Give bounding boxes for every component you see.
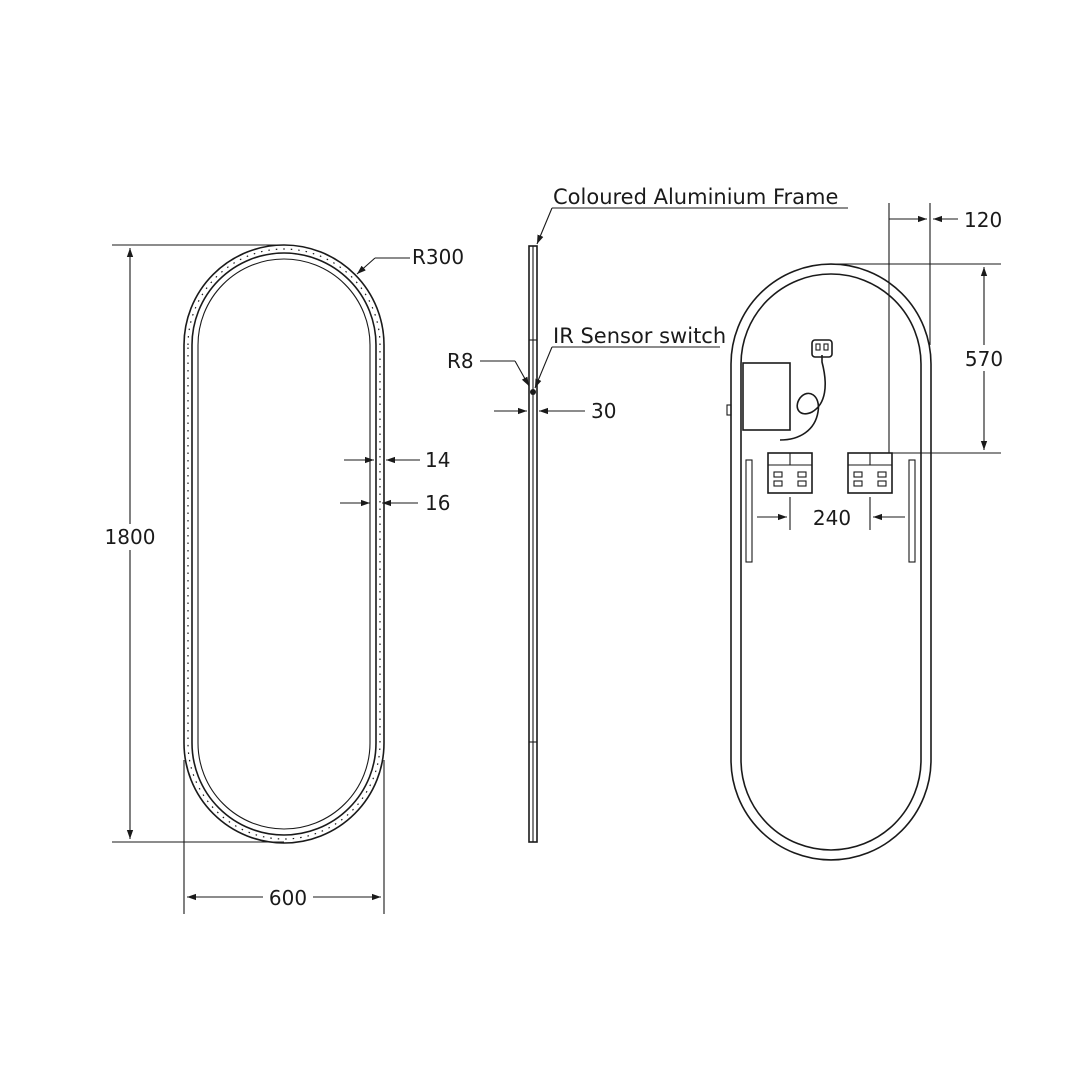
ir-sensor-dot	[530, 389, 536, 395]
rear-outer-outline	[730, 263, 932, 861]
rear-strip-left	[745, 459, 753, 563]
offset-dimension-label: 120	[964, 208, 1002, 232]
mounting-bracket-right	[847, 452, 893, 494]
height-dimension-label: 1800	[105, 525, 156, 549]
side-view: Coloured Aluminium Frame IR Sensor switc…	[447, 185, 848, 843]
ir-sensor-label: IR Sensor switch	[553, 324, 726, 348]
driver-box	[742, 362, 791, 431]
bracket-height-label: 570	[965, 347, 1003, 371]
front-glass-outline	[197, 258, 371, 830]
mounting-bracket-left	[767, 452, 813, 494]
width-dimension-label: 600	[269, 886, 307, 910]
rear-inner-outline	[740, 273, 922, 851]
front-led-strip	[187, 248, 381, 840]
power-cable	[779, 355, 826, 441]
rear-strip-right	[908, 459, 916, 563]
rear-view: 120 570 240	[726, 203, 1008, 861]
depth-label: 30	[591, 399, 616, 423]
power-plug-icon	[811, 339, 833, 358]
front-inner-outline	[191, 252, 377, 836]
front-view: 1800 600 R300 14 16	[102, 244, 464, 914]
frame-width-label: 14	[425, 448, 450, 472]
inner-width-label: 16	[425, 491, 450, 515]
edge-radius-label: R8	[447, 349, 474, 373]
front-outer-outline	[183, 244, 385, 844]
radius-label: R300	[412, 245, 464, 269]
frame-material-label: Coloured Aluminium Frame	[553, 185, 838, 209]
bracket-spacing-label: 240	[813, 506, 851, 530]
